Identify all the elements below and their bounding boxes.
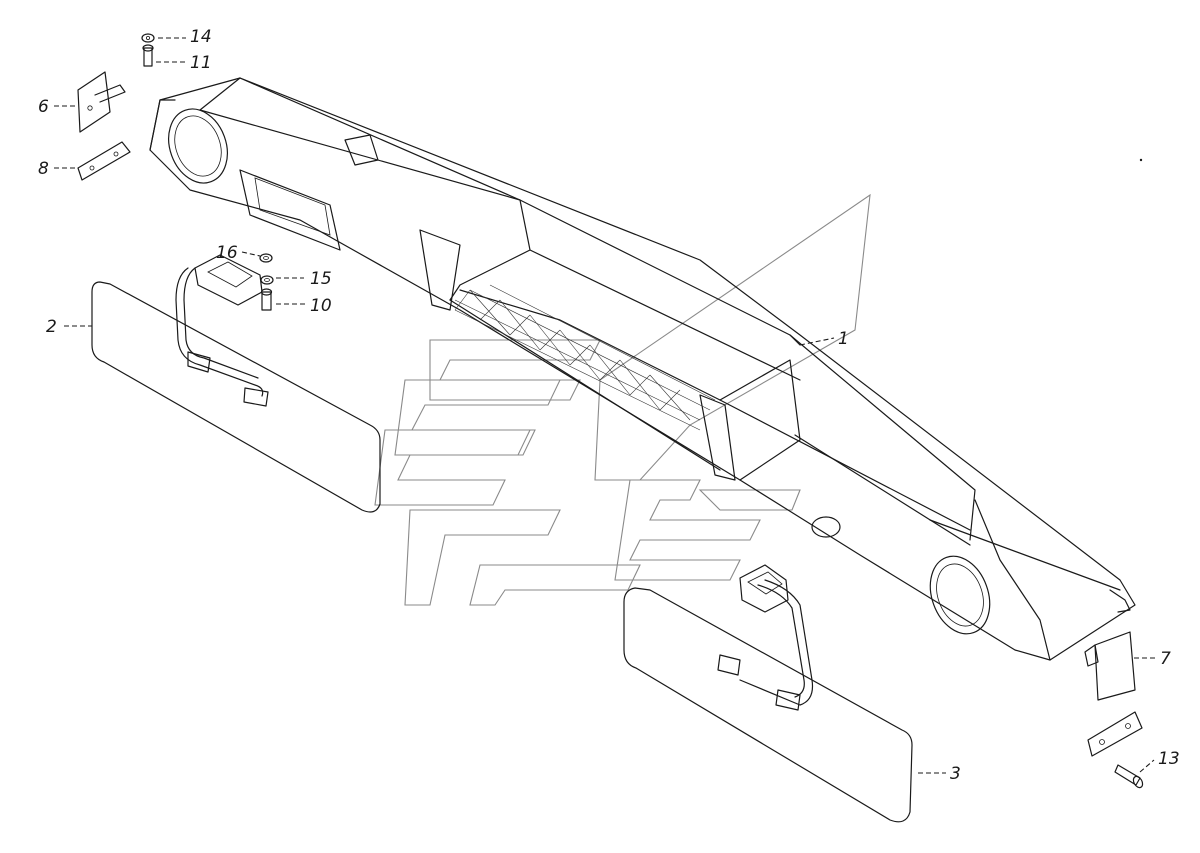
plate-part-13-base — [1087, 711, 1143, 757]
callout-13: 13 — [1158, 749, 1180, 769]
nut-part-14 — [141, 33, 155, 43]
bracket-part-6 — [77, 71, 126, 133]
callout-1: 1 — [838, 329, 849, 349]
callout-6: 6 — [38, 97, 49, 117]
console-shelf-part-1 — [149, 77, 1136, 661]
watermark-logo — [374, 193, 871, 606]
callout-2: 2 — [46, 317, 57, 337]
callout-10: 10 — [310, 296, 332, 316]
sun-visor-right-part-3 — [623, 564, 913, 823]
callout-11: 11 — [190, 53, 212, 73]
callout-7: 7 — [1160, 649, 1171, 669]
callout-14: 14 — [190, 27, 212, 47]
cargo-net — [454, 284, 716, 431]
bolt-part-11 — [142, 44, 154, 67]
washer-part-16 — [259, 253, 273, 263]
washer-part-15 — [260, 275, 274, 285]
bolt-part-10 — [260, 288, 273, 311]
bracket-part-7 — [1084, 631, 1136, 701]
callout-16: 16 — [216, 243, 238, 263]
plate-part-8 — [77, 141, 131, 181]
sun-visor-left-part-2 — [91, 254, 381, 513]
callout-labels: 14 11 6 8 16 15 10 2 1 7 13 3 — [38, 27, 1180, 784]
callout-8: 8 — [38, 159, 49, 179]
callout-3: 3 — [950, 764, 961, 784]
callout-15: 15 — [310, 269, 332, 289]
stray-dot — [1139, 158, 1143, 162]
screw-part-13 — [1114, 764, 1144, 789]
leader-lines — [54, 37, 1156, 774]
